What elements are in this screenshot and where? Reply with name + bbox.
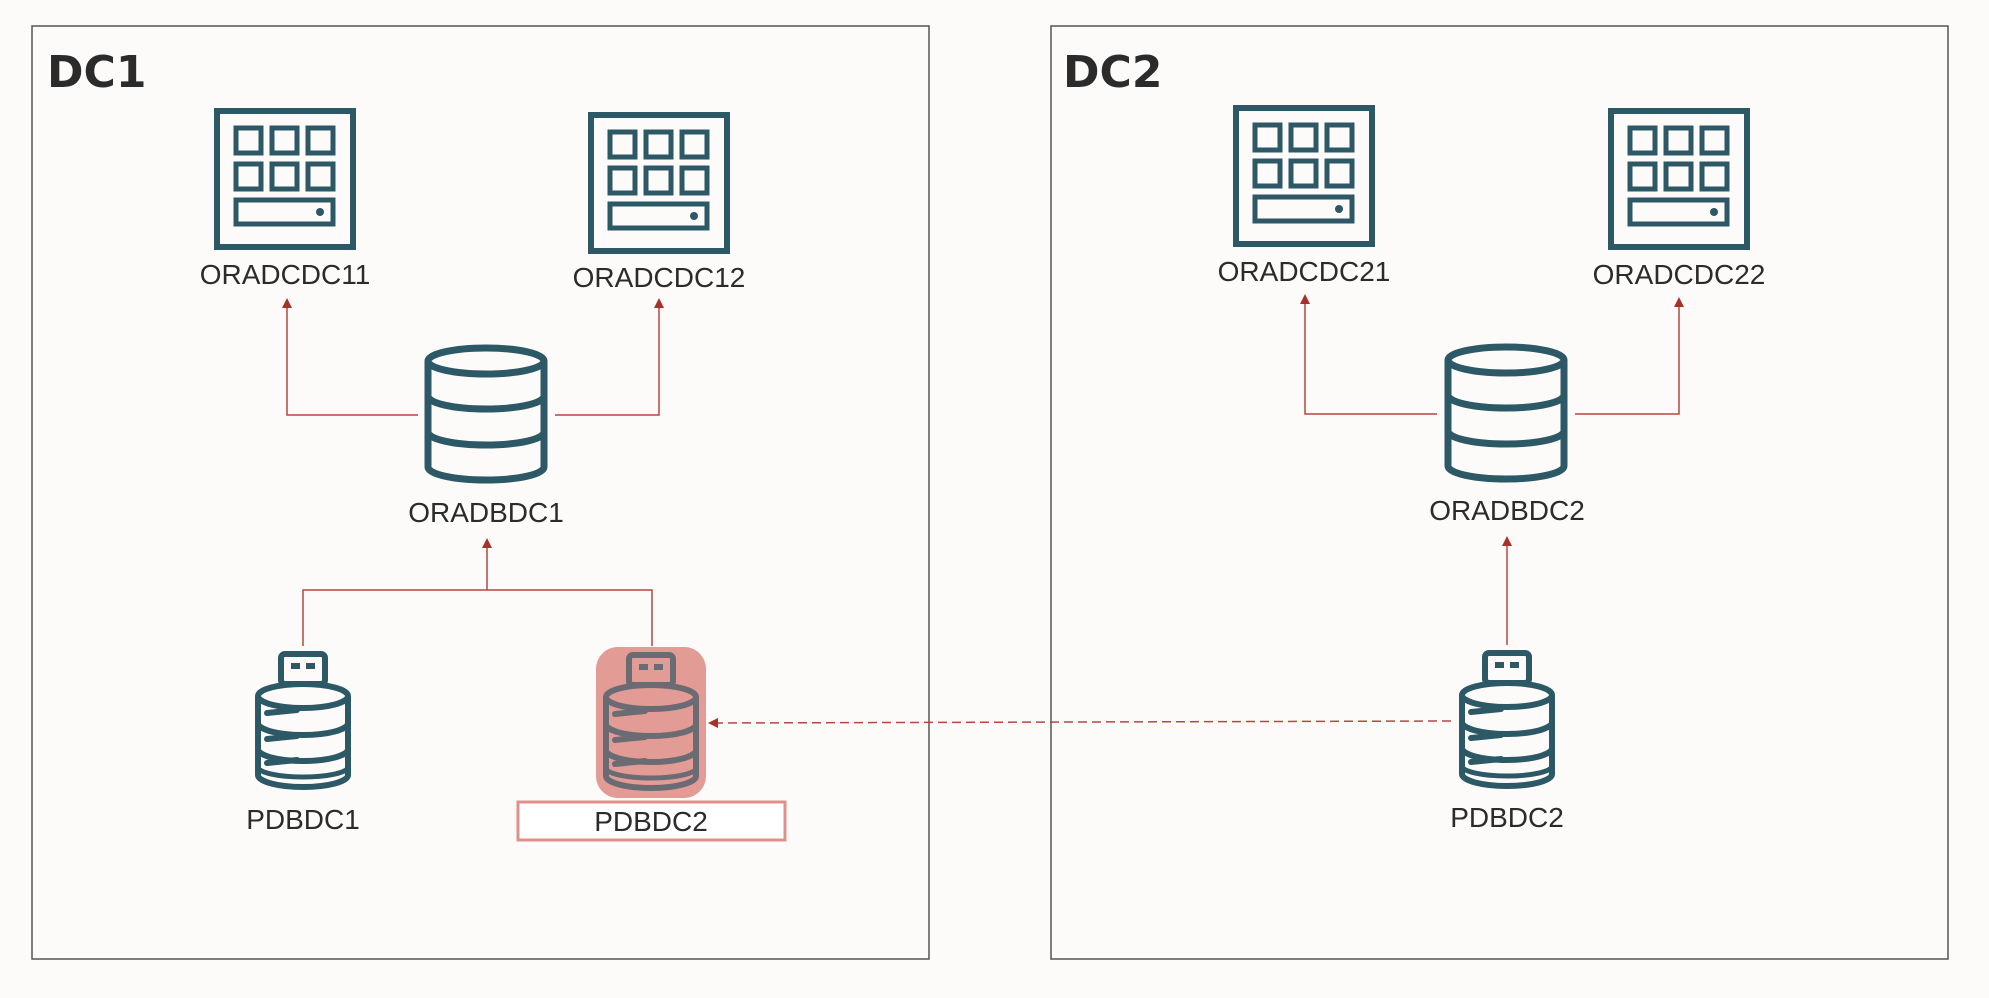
datacenter-dc2: DC2 ORADCDC21 ORADCDC22 ORADBDC2 PDBDC2 (1050, 25, 1949, 960)
dc1-boundary (31, 25, 930, 960)
server-rack-icon (1611, 111, 1747, 247)
node-label-oradbdc1: ORADBDC1 (408, 497, 564, 528)
node-label-oradcdc21: ORADCDC21 (1218, 256, 1391, 287)
connector-oradbdc1-to-oradcdc11 (282, 298, 418, 416)
dc1-connectors (282, 298, 664, 646)
pdbdc2-highlighted-node: PDBDC2 (516, 647, 787, 842)
database-icon (1448, 347, 1564, 479)
dc2-connectors (1300, 294, 1684, 645)
server-rack-icon (217, 111, 353, 247)
pluggable-database-icon (1462, 653, 1552, 786)
dc2-boundary (1050, 25, 1949, 960)
node-label-oradcdc12: ORADCDC12 (573, 262, 746, 293)
node-label-oradcdc22: ORADCDC22 (1593, 259, 1766, 290)
database-icon (428, 348, 544, 480)
node-label-pdbdc2-dc2: PDBDC2 (1450, 802, 1564, 833)
connector-oradbdc2-to-oradcdc21 (1300, 294, 1437, 415)
node-label-oradbdc2: ORADBDC2 (1429, 495, 1585, 526)
connector-oradbdc1-to-oradcdc12 (555, 298, 664, 416)
dc2-title: DC2 (1063, 47, 1162, 98)
server-rack-icon (1236, 108, 1372, 244)
node-label-pdbdc1: PDBDC1 (246, 804, 360, 835)
node-label-pdbdc2-dc1: PDBDC2 (594, 806, 708, 837)
label-highlight-box (516, 800, 787, 842)
server-rack-icon (591, 115, 727, 251)
datacenter-dc1: DC1 ORADCDC11 ORADCDC12 ORADBDC1 PDBDC1 (31, 25, 930, 960)
connector-pdbdc2-to-oradbdc1 (487, 589, 653, 646)
node-label-oradcdc11: ORADCDC11 (200, 259, 371, 290)
connector-pdbdc1-to-oradbdc1 (302, 589, 487, 646)
connector-pdb-relocation-dashed (708, 717, 1452, 728)
connector-oradbdc2-to-oradcdc22 (1575, 297, 1684, 415)
pdb-highlight-tint (596, 647, 706, 798)
dc1-title: DC1 (47, 47, 146, 98)
pluggable-database-icon (258, 654, 348, 787)
